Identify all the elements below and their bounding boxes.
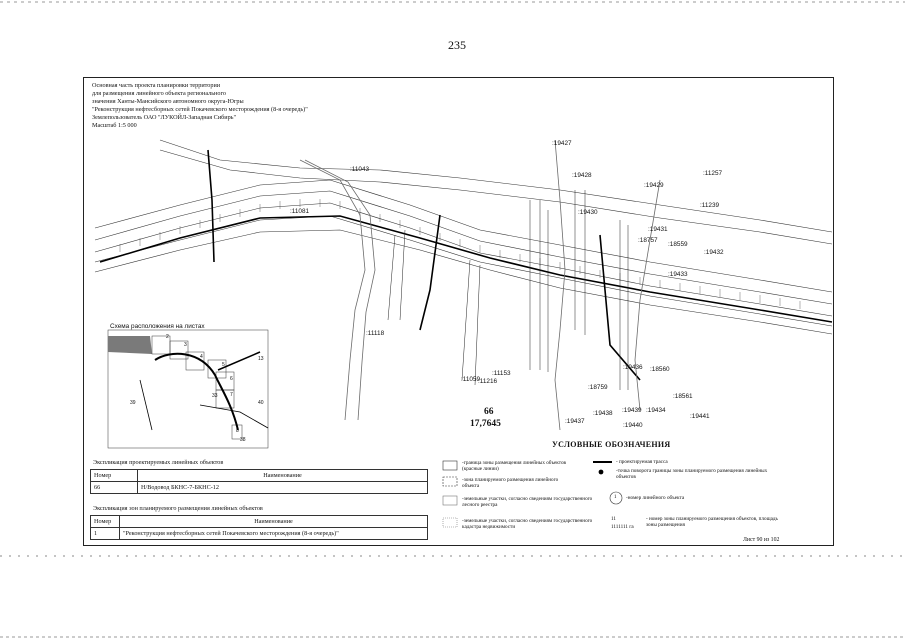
legend-item-label: -граница зоны размещения линейных объект…: [462, 460, 566, 473]
parcel-label: :19428: [572, 172, 592, 179]
table-row: 66 Н/Водовод БКНС-7-БКНС-12: [90, 481, 428, 494]
legend-item-label: -земельные участки, согласно сведениям г…: [462, 518, 593, 531]
parcel-label: :18560: [650, 366, 670, 373]
parcel-label: :19431: [648, 226, 668, 233]
parcel-label: :19441: [690, 413, 710, 420]
scan-edge-mid: [0, 555, 905, 557]
parcel-label: :19439: [622, 407, 642, 414]
inset-sheet-number: 40: [258, 400, 264, 406]
inset-sheet-number: 8: [236, 428, 239, 434]
object-number: 66: [484, 407, 494, 417]
project-route: [99, 149, 833, 381]
legend-zone-code: 11: [611, 516, 616, 522]
parcel-label: :11043: [350, 166, 370, 173]
table-header-cell: Номер: [90, 515, 120, 528]
table2-title: Экспликация зон планируемого размещения …: [93, 505, 263, 512]
table2: Номер Наименование 1 "Реконструкция нефт…: [90, 515, 428, 540]
legend-item-label: -зона планируемого размещения линейного …: [462, 477, 559, 490]
table-header-row: Номер Наименование: [90, 469, 428, 482]
table1: Номер Наименование 66 Н/Водовод БКНС-7-Б…: [90, 469, 428, 494]
parcel-label: :11153: [492, 370, 511, 377]
inset-sheet-number: 4: [200, 354, 203, 360]
parcel-label: :18759: [588, 384, 608, 391]
table-header-cell: Номер: [90, 469, 138, 482]
parcel-label: :11118: [366, 330, 385, 337]
legend-item-label: -номер линейного объекта: [626, 495, 685, 501]
table-cell: Н/Водовод БКНС-7-БКНС-12: [137, 481, 428, 494]
table-header-cell: Наименование: [119, 515, 428, 528]
title-line-2: для размещения линейного объекта региона…: [92, 90, 226, 97]
boundary-ticks: [119, 199, 801, 309]
parcel-label: :19432: [704, 249, 724, 256]
legend-circle-number: 1: [614, 495, 617, 500]
inset-sheet-number: 5: [222, 362, 225, 368]
sheet-number: Лист 90 из 102: [743, 537, 780, 543]
parcel-label: :19433: [668, 271, 688, 278]
parcel-label: :11239: [700, 202, 720, 209]
scale-line: Масштаб 1:5 000: [92, 122, 137, 129]
table-header-row: Номер Наименование: [90, 515, 428, 528]
title-line-1: Основная часть проекта планировки террит…: [92, 82, 221, 89]
parcel-label: :11081: [290, 208, 310, 215]
table1-title: Экспликация проектируемых линейных объек…: [93, 459, 224, 466]
parcel-label: :18559: [668, 241, 688, 248]
table-row: 1 "Реконструкция нефтесборных сетей Пока…: [90, 527, 428, 540]
parcel-label: :11216: [478, 378, 498, 385]
inset-key-map: [107, 329, 269, 449]
legend-title: УСЛОВНЫЕ ОБОЗНАЧЕНИЯ: [552, 440, 671, 449]
road-lines: [299, 139, 661, 431]
legend-item-label: -точка поворота границы зоны планируемог…: [616, 468, 768, 481]
inset-sheet-number: 3: [184, 342, 187, 348]
scan-edge-top: [0, 1, 905, 3]
parcel-label: :19430: [578, 209, 598, 216]
table-cell: "Реконструкция нефтесборных сетей Покаче…: [119, 527, 428, 540]
page-number: 235: [448, 38, 466, 52]
parcel-label: :18757: [638, 237, 658, 244]
inset-sheet-number: 39: [130, 400, 136, 406]
object-length: 17,7645: [470, 419, 501, 429]
parcel-label: :18561: [673, 393, 693, 400]
inset-title: Схема расположения на листах: [110, 323, 205, 330]
parcel-label: :19429: [644, 182, 664, 189]
title-line-5: Землепользователь ОАО "ЛУКОЙЛ-Западная С…: [92, 114, 237, 121]
inset-sheet-number: 7: [230, 392, 233, 398]
legend-item-label: - проектируемая трасса: [616, 459, 668, 465]
inset-sheet-number: 13: [258, 356, 264, 362]
legend-zone-area: 1111111 га: [611, 524, 634, 530]
map-sheet-frame: [83, 77, 834, 546]
table-header-cell: Наименование: [137, 469, 428, 482]
inset-sheet-number: 6: [230, 376, 233, 382]
parcel-label: :19436: [623, 364, 643, 371]
inset-sheet-number: 2: [166, 334, 169, 340]
vertical-pipelines: [387, 190, 629, 390]
legend-symbols: [442, 460, 623, 528]
parcel-label: :19440: [623, 422, 643, 429]
legend-item-label: - номер зоны планируемого размещения объ…: [646, 516, 778, 529]
parcel-label: :11059: [461, 376, 481, 383]
table-cell: 1: [90, 527, 120, 540]
parcel-label: :19427: [552, 140, 572, 147]
table-cell: 66: [90, 481, 138, 494]
inset-sheet-number: 38: [240, 437, 246, 443]
parcel-label: :19438: [593, 410, 613, 417]
inset-sheet-number: 33: [212, 393, 218, 399]
scan-edge-bottom: [0, 636, 905, 638]
corridor-lines: [94, 139, 833, 335]
parcel-label: :19437: [565, 418, 585, 425]
title-line-3: значения Ханты-Мансийского автономного о…: [92, 98, 244, 105]
parcel-label: :11257: [703, 170, 723, 177]
title-line-4: "Реконструкция нефтесборных сетей Покаче…: [92, 106, 308, 113]
legend-item-label: -земельные участки, согласно сведениям г…: [462, 496, 593, 509]
parcel-label: :19434: [646, 407, 666, 414]
